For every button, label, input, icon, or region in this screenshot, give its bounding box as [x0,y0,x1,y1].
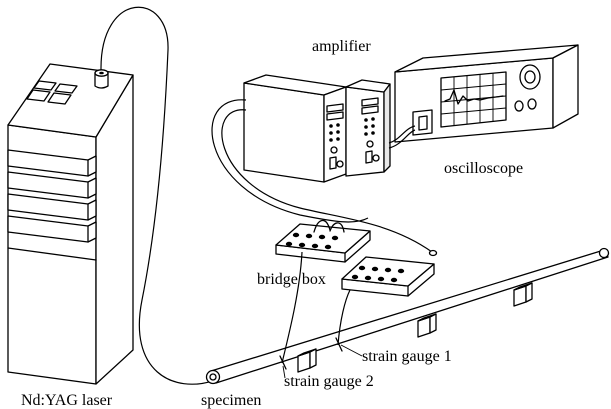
nd-yag-laser-label: Nd:YAG laser [21,392,113,409]
strain-gauge-2-label: strain gauge 2 [284,373,374,390]
nd-yag-laser-unit [8,64,133,384]
strain-gauge-1-leader [341,345,362,356]
amplifier-label: amplifier [312,38,371,55]
laser-fiber-port [95,70,108,88]
strain-gauge-1-label: strain gauge 1 [362,348,452,365]
oscilloscope-unit [395,45,578,142]
bridge-box-1 [276,220,370,262]
oscilloscope-label: oscilloscope [444,160,523,177]
bridge-box-label: bridge box [257,271,326,288]
bridge-box-2 [342,251,437,297]
amplifier-unit [244,75,390,182]
specimen-label: specimen [201,392,261,409]
